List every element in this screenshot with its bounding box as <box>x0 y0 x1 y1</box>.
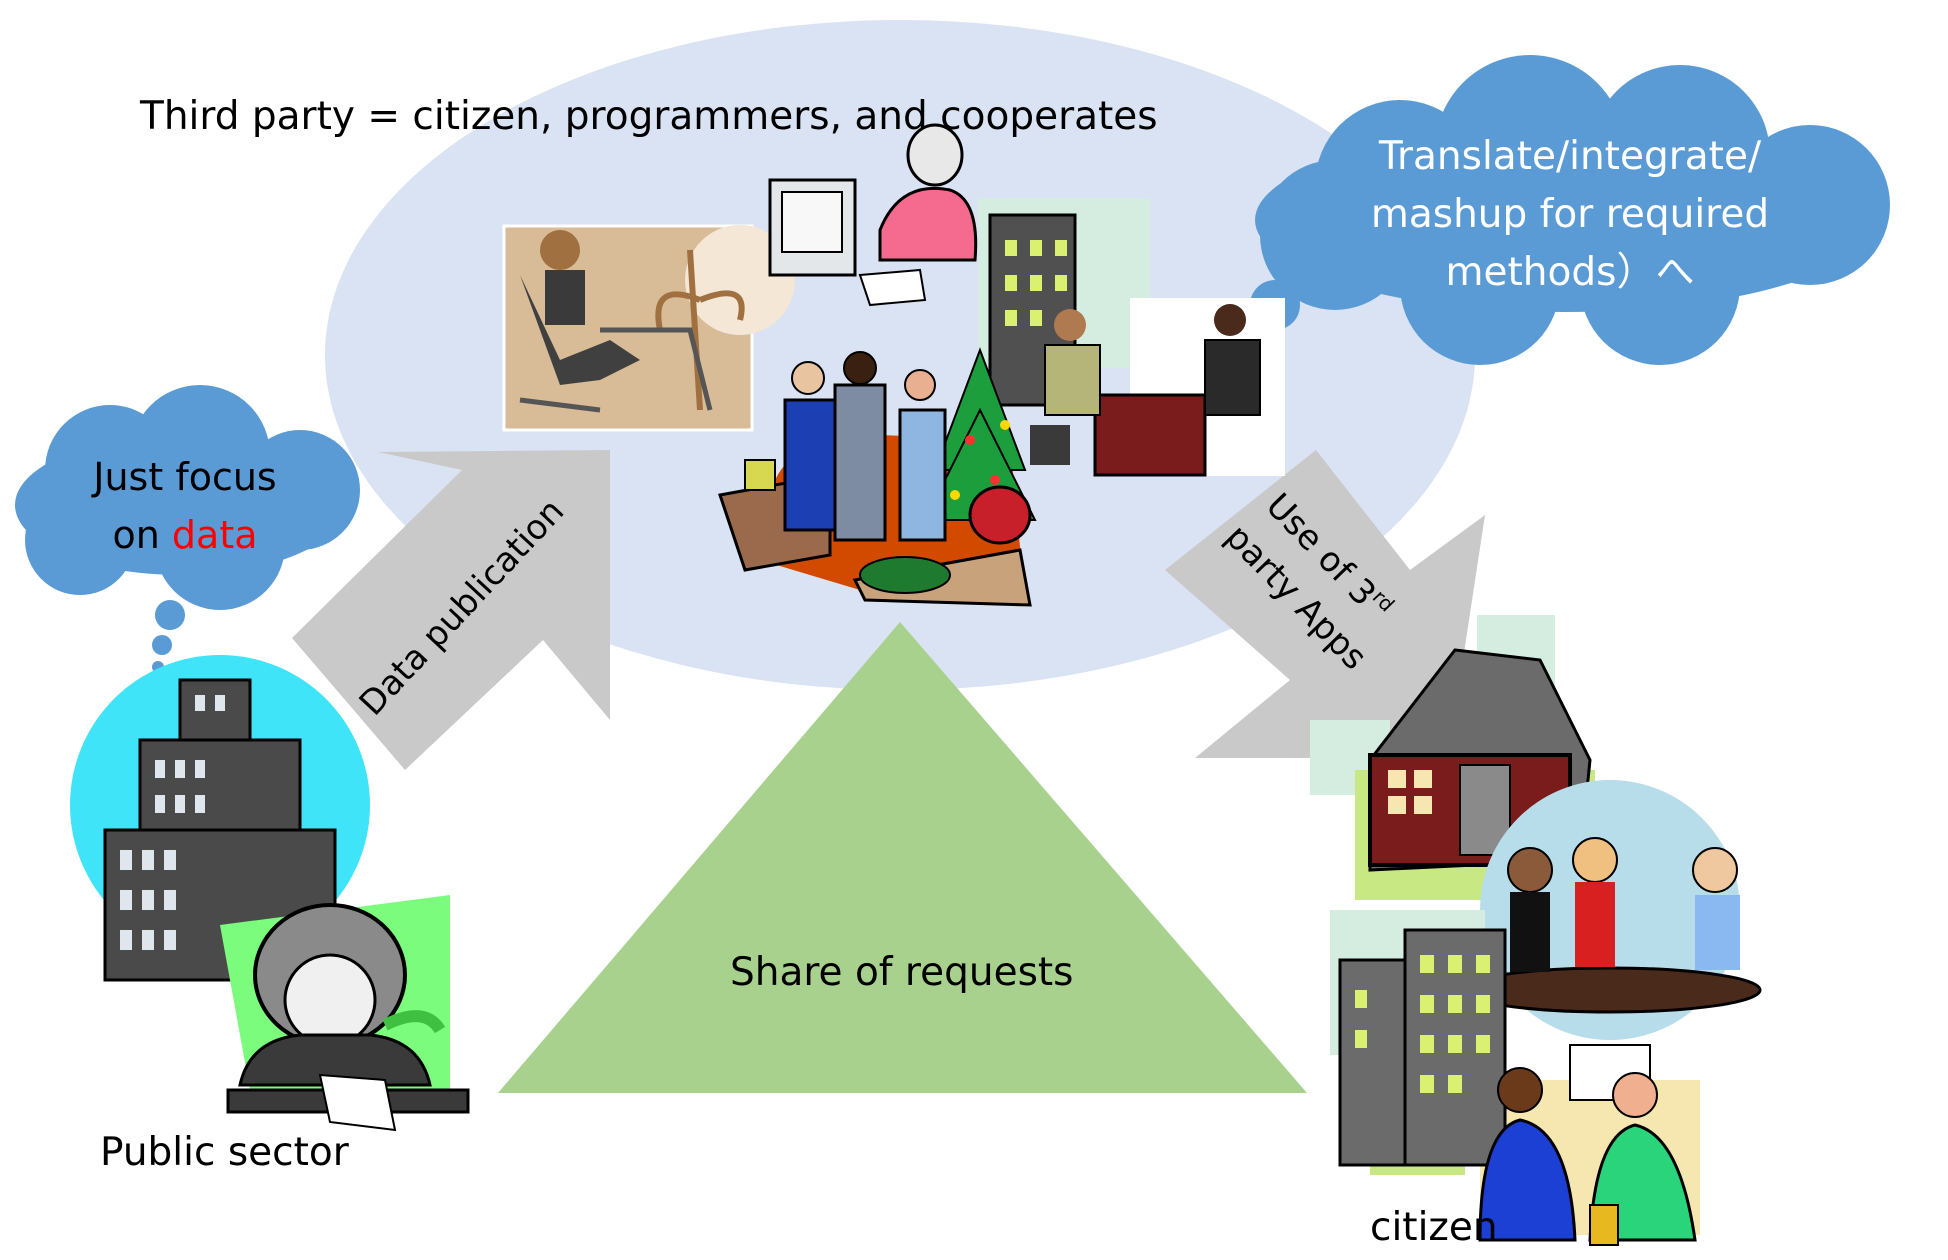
translate-cloud-line2: mashup for required <box>1370 192 1770 237</box>
use-apps-arrow <box>1165 450 1485 758</box>
office-meeting-icon <box>978 198 1285 477</box>
translate-cloud-text: Translate/integrate/ mashup for required… <box>1360 128 1780 302</box>
party-people-icon <box>718 347 1037 607</box>
third-party-ellipse <box>325 20 1475 690</box>
share-triangle <box>498 622 1307 1093</box>
programmer-icon <box>768 123 978 307</box>
share-of-requests-label: Share of requests <box>730 950 1074 995</box>
laptop-user-icon <box>502 224 795 432</box>
translate-cloud <box>1195 55 1890 365</box>
focus-cloud-line2: on data <box>70 506 300 564</box>
translate-cloud-line3: methods）へ <box>1445 250 1695 295</box>
focus-cloud-prefix: on <box>112 513 172 557</box>
focus-cloud-line1: Just focus <box>93 455 277 499</box>
public-sector-label: Public sector <box>100 1130 349 1175</box>
cafe-women-icon <box>1458 780 1762 1040</box>
third-party-title: Third party = citizen, programmers, and … <box>140 94 1158 139</box>
focus-cloud <box>15 385 360 673</box>
citizen-label: citizen <box>1370 1205 1498 1250</box>
focus-cloud-text: Just focus on data <box>70 448 300 564</box>
focus-cloud-highlight: data <box>171 513 258 557</box>
publication-arrow <box>292 450 610 770</box>
translate-cloud-line1: Translate/integrate/ <box>1378 134 1762 179</box>
citizen-couple-icon <box>1330 910 1700 1246</box>
public-sector-icon <box>70 655 470 1132</box>
